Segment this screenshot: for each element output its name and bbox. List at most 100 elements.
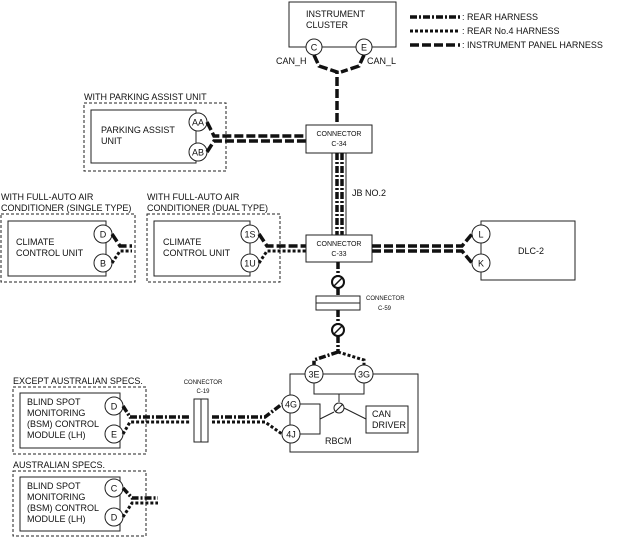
climate-single-line2: CONTROL UNIT	[16, 248, 84, 258]
bsm-except-dash-box	[12, 386, 147, 455]
wire-c19-to-4j	[212, 420, 283, 436]
connector-c33-line1: CONNECTOR	[317, 241, 362, 248]
wire-climate-dual-1s	[257, 233, 306, 248]
pin-c-label: C	[311, 43, 318, 53]
wire-bsm-e-to-c19	[121, 420, 190, 435]
legend-rear4-label: : REAR No.4 HARNESS	[462, 26, 560, 36]
wire-bsm-d-to-c19	[121, 405, 190, 419]
bsm-aus-line2: MONITORING	[27, 492, 85, 502]
climate-dual-dash-box	[146, 213, 281, 283]
climate-dual-group-line1: WITH FULL-AUTO AIR	[147, 192, 240, 202]
can-h-label: CAN_H	[276, 56, 307, 66]
can-driver-line1: CAN	[372, 409, 391, 419]
twist-symbol-lower-slash	[333, 325, 343, 335]
bsm-aus-line1: BLIND SPOT	[27, 481, 81, 491]
wire-c19-to-4g	[212, 402, 284, 419]
bsm-aus-line3: (BSM) CONTROL	[27, 503, 99, 513]
pin-bsm-aus-c-label: C	[111, 484, 118, 494]
wire-parking-aa	[205, 121, 306, 138]
climate-single-line1: CLIMATE	[16, 237, 54, 247]
bsm-aus-box	[19, 476, 121, 532]
pin-dlc-l-circle	[471, 224, 491, 244]
climate-dual-line1: CLIMATE	[163, 237, 201, 247]
parking-assist-line2: UNIT	[101, 136, 122, 146]
bsm-except-line1: BLIND SPOT	[27, 397, 81, 407]
pin-climate-single-b-label: B	[100, 259, 106, 269]
bsm-except-line2: MONITORING	[27, 408, 85, 418]
connector-c19-line2: C-19	[196, 389, 210, 395]
legend: : REAR HARNESS : REAR No.4 HARNESS : INS…	[410, 12, 603, 50]
connector-c34-line2: C-34	[331, 141, 346, 148]
wire-can-l-cluster	[340, 54, 366, 74]
wire-rbcm-3g	[337, 350, 366, 366]
climate-dual-box	[153, 220, 251, 277]
dlc-2-box	[480, 220, 576, 281]
rbcm: 3E 3G 4G 4J CAN DRIVER RBCM	[281, 364, 419, 453]
pin-climate-dual-1s-label: 1S	[244, 230, 255, 240]
twist-symbol-upper-slash	[333, 277, 343, 287]
bsm-except-line4: MODULE (LH)	[27, 430, 86, 440]
instrument-cluster-line1: INSTRUMENT	[306, 9, 365, 19]
climate-single-group-line1: WITH FULL-AUTO AIR	[1, 192, 94, 202]
wire-dlc-l	[372, 232, 474, 248]
rbcm-internal-twist-slash	[334, 403, 344, 413]
connector-c59-line2: C-59	[378, 306, 392, 312]
wire-bsm-aus-d	[121, 501, 158, 518]
connector-c34-line1: CONNECTOR	[317, 131, 362, 138]
pin-4g-label: 4G	[285, 400, 297, 410]
connector-c59-line1: CONNECTOR	[366, 296, 405, 302]
pin-3e-label: 3E	[308, 370, 319, 380]
legend-rear-label: : REAR HARNESS	[462, 12, 538, 22]
bsm-except-box	[19, 392, 121, 449]
pin-e-label: E	[361, 43, 367, 53]
connector-c33-box	[305, 234, 373, 263]
climate-dual-line2: CONTROL UNIT	[163, 248, 231, 258]
wire-bsm-aus-c	[121, 486, 158, 500]
pin-bsm-except-d-label: D	[111, 402, 118, 412]
climate-dual-group-line2: CONDITIONER (DUAL TYPE)	[147, 203, 268, 213]
climate-single-dash-box	[0, 213, 136, 283]
pin-climate-single-d-label: D	[100, 230, 107, 240]
pin-dlc-l-label: L	[478, 230, 483, 240]
connector-c33: CONNECTOR C-33	[305, 234, 373, 263]
parking-assist-line1: PARKING ASSIST	[101, 125, 175, 135]
can-driver-line2: DRIVER	[372, 420, 407, 430]
pin-4j-label: 4J	[286, 430, 296, 440]
bsm-aus-group-label: AUSTRALIAN SPECS.	[13, 460, 105, 470]
connector-c59-top	[315, 295, 361, 304]
connector-c19: CONNECTOR C-19	[184, 380, 223, 443]
wire-can-h-cluster	[312, 54, 339, 125]
connector-c34: CONNECTOR C-34	[305, 124, 373, 154]
jb-no2-box	[331, 152, 347, 236]
wire-climate-single-d	[110, 233, 132, 248]
wire-rbcm-3e	[312, 350, 339, 366]
pin-dlc-k-circle	[471, 253, 491, 273]
instrument-cluster-line2: CLUSTER	[306, 20, 349, 30]
dlc-2-label: DLC-2	[518, 246, 544, 256]
can-driver-box	[365, 405, 409, 434]
climate-single-group-line2: CONDITIONER (SINGLE TYPE)	[1, 203, 131, 213]
wire-climate-dual-1u	[257, 249, 306, 264]
parking-assist-group: WITH PARKING ASSIST UNIT PARKING ASSIST …	[83, 92, 227, 172]
parking-assist-box	[90, 109, 197, 164]
connector-c19-line1: CONNECTOR	[184, 380, 223, 386]
pin-dlc-k-label: K	[478, 259, 484, 269]
wire-parking-ab	[205, 139, 306, 153]
connector-c59: CONNECTOR C-59	[315, 295, 405, 312]
legend-ip-label: : INSTRUMENT PANEL HARNESS	[462, 40, 603, 50]
parking-assist-group-label: WITH PARKING ASSIST UNIT	[84, 92, 207, 102]
dlc-2: DLC-2 L K	[471, 220, 576, 281]
jb-no2-label: JB NO.2	[352, 188, 386, 198]
pin-bsm-aus-d-label: D	[111, 513, 118, 523]
instrument-cluster-box	[288, 1, 397, 48]
connector-c33-line2: C-33	[331, 251, 346, 258]
bsm-aus-line4: MODULE (LH)	[27, 514, 86, 524]
pin-ab-label: AB	[192, 148, 204, 158]
can-l-label: CAN_L	[367, 56, 396, 66]
connector-c19-left	[193, 398, 202, 443]
rbcm-label: RBCM	[325, 436, 352, 446]
wire-dlc-k	[372, 249, 474, 265]
pin-climate-dual-1u-label: 1U	[244, 259, 256, 269]
pin-bsm-except-e-label: E	[111, 430, 117, 440]
